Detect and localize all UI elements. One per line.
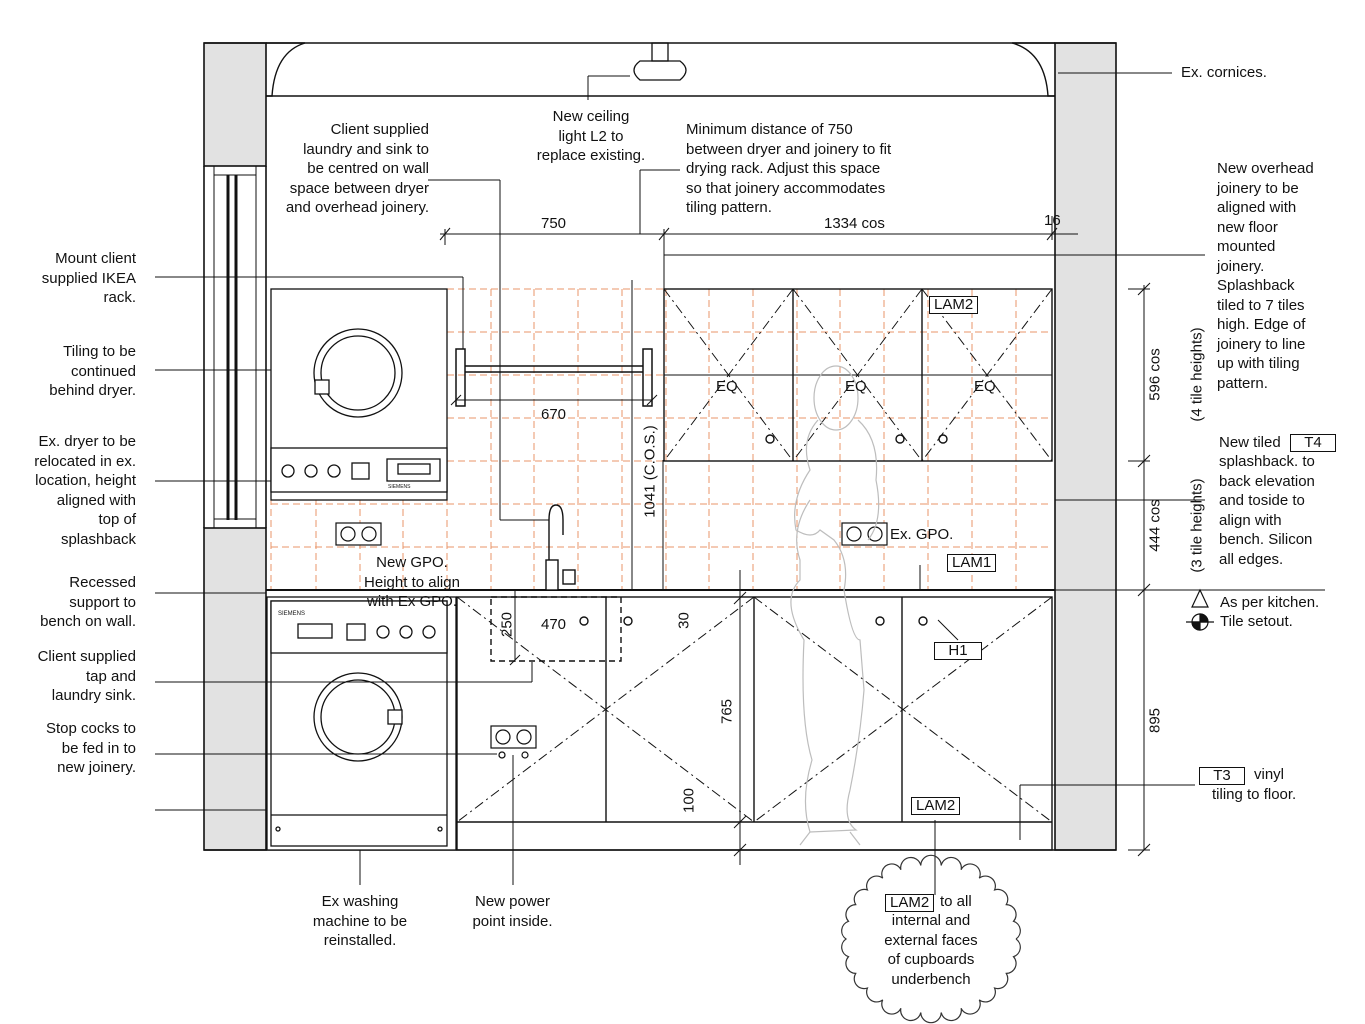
cornices (266, 42, 1055, 97)
note-client-tap-sink: Client supplied tap and laundry sink. (37, 648, 136, 704)
ex-gpo (841, 522, 888, 546)
dim-444: 444 cos (1146, 499, 1164, 552)
dim-16: 16 (1044, 212, 1061, 229)
new-gpo-upper (335, 522, 382, 546)
dim-596: 596 cos (1146, 348, 1164, 401)
note-cloud-suffix: to all (940, 893, 972, 910)
note-new-gpo: New GPO. Height to align with Ex GPO. (364, 554, 460, 610)
note-tile-setout: Tile setout. (1220, 613, 1293, 630)
dim-750: 750 (541, 215, 567, 232)
left-wall (203, 42, 267, 851)
dim-30: 30 (675, 612, 693, 629)
note-vinyl-suffix: vinyl (1254, 766, 1285, 783)
note-vinyl-rest: tiling to floor. (1212, 786, 1297, 803)
person-figure (790, 365, 880, 846)
new-gpo-inside (490, 725, 537, 759)
note-ex-cornices: Ex. cornices. (1181, 64, 1267, 81)
note-as-per-kitchen: As per kitchen. (1220, 594, 1320, 611)
ceiling-light-icon (633, 42, 687, 81)
tile-setout-icon (1186, 588, 1214, 631)
tag-h1: H1 (934, 642, 982, 660)
note-tiling-behind-dryer: Tiling to be continued behind dryer. (49, 343, 136, 399)
note-min-distance: Minimum distance of 750 between dryer an… (686, 121, 892, 216)
tag-lam2-lower: LAM2 (911, 797, 961, 815)
dim-670: 670 (541, 406, 567, 423)
tag-lam2-upper: LAM2 (929, 296, 979, 314)
washing-machine (266, 596, 457, 851)
tag-t3: T3 (1199, 767, 1245, 785)
note-dryer-relocated: Ex. dryer to be relocated in ex. locatio… (34, 433, 136, 548)
note-mount-rack: Mount client supplied IKEA rack. (41, 250, 136, 306)
revision-cloud (841, 854, 1021, 1024)
note-recessed-support: Recessed support to bench on wall. (40, 574, 136, 630)
tap (545, 504, 576, 591)
label-eq-2: EQ (845, 378, 867, 395)
dim-895: 895 (1146, 707, 1164, 734)
leader-lines (155, 72, 1325, 895)
dim-765: 765 (718, 698, 736, 725)
label-dryer-brand: SIEMENS (388, 484, 411, 490)
dim-1041: 1041 (C.O.S.) (641, 425, 659, 518)
dim-100: 100 (680, 787, 698, 814)
note-client-laundry-sink: Client supplied laundry and sink to be c… (285, 121, 429, 216)
dim-1334: 1334 cos (824, 215, 885, 232)
note-cloud-rest: internal and external faces of cupboards… (884, 912, 978, 988)
right-wall (1054, 42, 1117, 851)
note-washing-machine: Ex washing machine to be reinstalled. (312, 893, 408, 949)
overhead-joinery (663, 288, 1053, 462)
note-power-point: New power point inside. (472, 893, 553, 930)
note-stop-cocks: Stop cocks to be fed in to new joinery. (45, 720, 136, 776)
dim-470: 470 (541, 616, 567, 633)
tag-lam2-cloud: LAM2 (885, 894, 935, 912)
label-eq-3: EQ (974, 378, 996, 395)
tag-lam1: LAM1 (947, 554, 997, 572)
dim-444-sub: (3 tile heights) (1188, 478, 1206, 573)
note-splashback-prefix: New tiled (1219, 434, 1281, 451)
note-ceiling-light: New ceiling light L2 to replace existing… (536, 108, 646, 164)
note-splashback-rest: splashback. to back elevation and toside… (1219, 453, 1315, 568)
dryer (270, 288, 448, 501)
label-eq-1: EQ (716, 378, 738, 395)
label-washer-brand: SIEMENS (278, 611, 306, 617)
tag-t4: T4 (1290, 434, 1336, 452)
dim-250: 250 (498, 611, 516, 638)
drying-rack (455, 348, 653, 407)
base-cabinets (456, 596, 1053, 851)
note-overhead-joinery: New overhead joinery to be aligned with … (1217, 160, 1314, 392)
dim-596-sub: (4 tile heights) (1188, 327, 1206, 422)
note-ex-gpo: Ex. GPO. (890, 526, 954, 543)
